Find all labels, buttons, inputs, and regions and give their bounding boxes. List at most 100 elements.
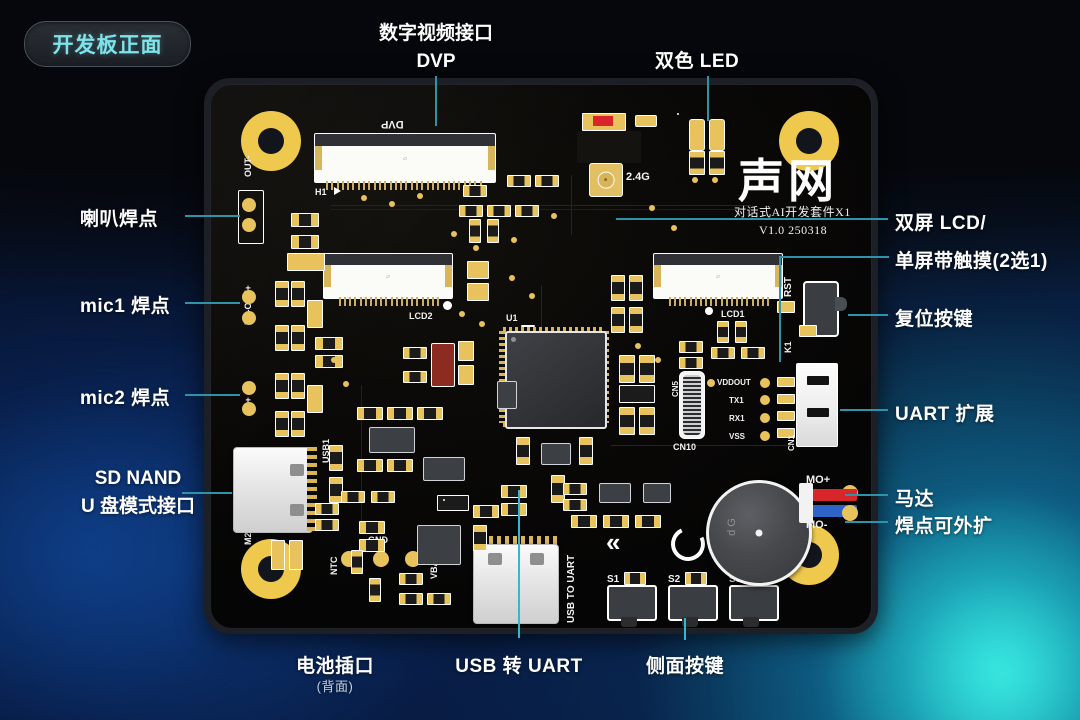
fpc-latch (654, 254, 782, 266)
smd-resistor (501, 485, 527, 498)
via (649, 205, 655, 211)
resistor (403, 347, 427, 359)
reset-button-plunger[interactable] (835, 297, 847, 311)
smd-resistor (387, 459, 413, 472)
dvp-connector: ▱ (314, 133, 496, 183)
smd-ic-small (541, 443, 571, 465)
leader-side-buttons (684, 618, 686, 640)
motor-pad-minus (842, 505, 858, 521)
pcb-trace (331, 209, 751, 210)
usb-c-sd-nand[interactable] (233, 447, 313, 533)
battery-pad (271, 540, 285, 570)
s1-plunger[interactable] (621, 617, 637, 627)
usb-c-slot (290, 504, 304, 516)
usb-c-gold-shell (307, 447, 317, 531)
shield-can (577, 131, 641, 163)
smd-resistor (515, 205, 539, 217)
smd-ic (423, 457, 465, 481)
via (331, 357, 337, 363)
smd-resistor (291, 373, 305, 399)
side-button-s2[interactable] (668, 585, 718, 621)
smd-resistor (417, 407, 443, 420)
speaker-pad-2 (242, 218, 256, 232)
motor-wire-sleeve (799, 483, 813, 523)
side-button-s3[interactable] (729, 585, 779, 621)
lcd2-connector: ▱ (323, 253, 453, 299)
view-badge: 开发板正面 (24, 21, 191, 67)
smd-resistor (507, 175, 531, 187)
smd-resistor (629, 307, 643, 333)
smd-resistor (611, 307, 625, 333)
leader-mic2-pad (185, 394, 240, 396)
smd-pad (307, 385, 323, 413)
annotation-lcd-line2: 单屏带触摸(2选1) (895, 251, 1048, 272)
silk-s1: S1 (607, 574, 620, 585)
silk-k1: K1 (783, 341, 793, 353)
jst-pin (777, 411, 795, 421)
via (551, 213, 557, 219)
annotation-dvp-line2: DVP (416, 51, 456, 72)
uart-pad-vddout (707, 379, 715, 387)
jst-pin (777, 428, 795, 438)
smd-resistor (329, 477, 343, 503)
dual-led-res-2 (709, 151, 725, 175)
smd-resistor (611, 275, 625, 301)
leader-motor-line2 (845, 521, 888, 523)
smd-resistor (487, 205, 511, 217)
mounting-hole-tr (779, 111, 839, 171)
silk-tx1: TX1 (729, 396, 744, 405)
smd-pad (287, 253, 325, 271)
side-button-s1[interactable] (607, 585, 657, 621)
usb-c-slot (488, 553, 502, 565)
smd-resistor (351, 550, 363, 574)
annotation-sd-nand-line1: SD NAND (94, 468, 182, 489)
mic2-pad-1 (242, 381, 256, 395)
u1-pin1-marker (511, 337, 516, 342)
smd-ic-small (619, 385, 655, 403)
smd-resistor (427, 593, 451, 605)
smd-resistor (571, 515, 597, 528)
leader-lcd-line2-h (779, 256, 889, 258)
fpc-gold-right (445, 265, 452, 287)
jst-pin (777, 377, 795, 387)
usb-c-uart-gold-shell (473, 536, 557, 546)
annotation-sd-nand: SD NAND U 盘模式接口 (58, 465, 218, 521)
annotation-side-buttons: 侧面按键 (645, 656, 724, 677)
uart-pad-vss (760, 431, 770, 441)
smd-resistor (535, 175, 559, 187)
pad-frame-speaker (238, 190, 264, 244)
smd-resistor (357, 459, 383, 472)
tantalum-cap (431, 343, 455, 387)
leader-lcd-line1 (616, 218, 888, 220)
silk-cn10: CN10 (673, 442, 697, 452)
via (451, 231, 457, 237)
fpc-marking: ▱ (386, 273, 390, 280)
via (459, 311, 465, 317)
via (343, 381, 349, 387)
silk-rst: RST (783, 277, 794, 297)
smd-resistor (603, 515, 629, 528)
fpc-marking: ▱ (716, 273, 720, 280)
ipex-antenna-connector-2g4 (589, 163, 623, 197)
silk-out-minus: OUT- (243, 155, 253, 178)
buzzer-speaker: d G (706, 480, 812, 586)
smd-resistor (357, 407, 383, 420)
mounting-hole-tl (241, 111, 301, 171)
s2-plunger[interactable] (682, 617, 698, 627)
smd-resistor (711, 347, 735, 359)
smd-resistor (459, 205, 483, 217)
s3-plunger[interactable] (743, 617, 759, 627)
smd-pad (458, 365, 474, 385)
smd-resistor (677, 113, 679, 115)
jst-pin (777, 394, 795, 404)
smd-resistor (629, 275, 643, 301)
silk-usb-to-uart: USB TO UART (566, 554, 577, 623)
brand-version: V1.0 250318 (759, 223, 828, 237)
annotation-motor-line2: 焊点可外扩 (895, 516, 993, 537)
usb-c-to-uart[interactable] (473, 544, 559, 624)
rewind-icon: « (606, 527, 621, 557)
u1-pins-top (503, 327, 605, 333)
silk-mo-minus: MO- (806, 519, 828, 531)
smd-resistor (563, 499, 587, 511)
